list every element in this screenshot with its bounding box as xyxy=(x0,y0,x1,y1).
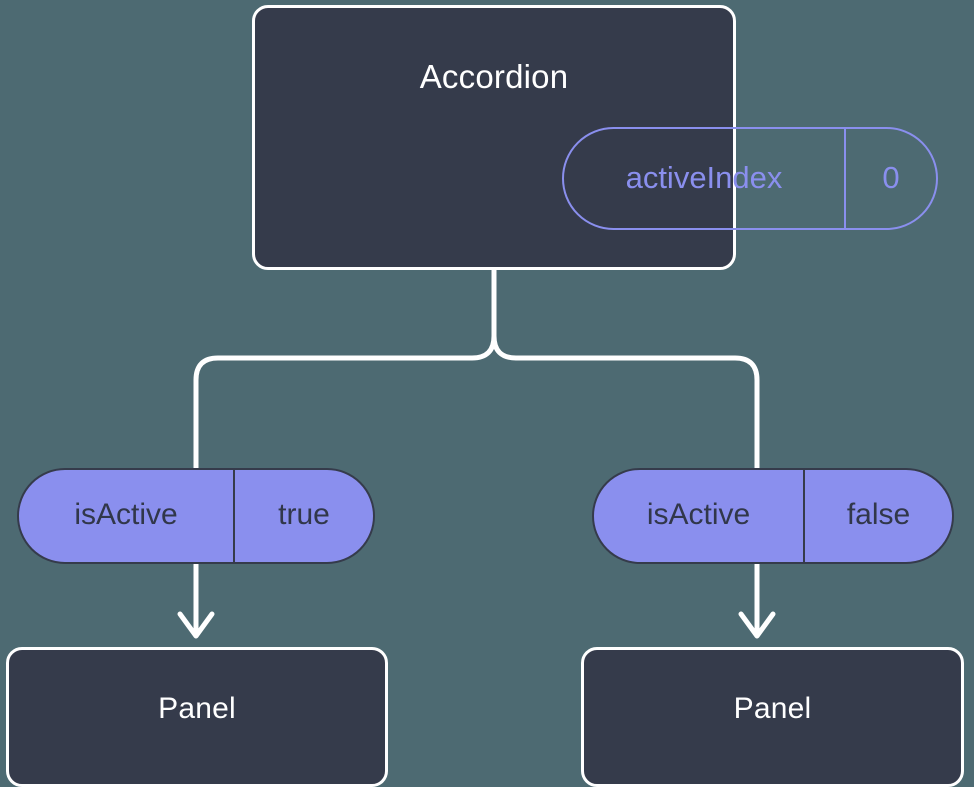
node-accordion[interactable]: Accordion activeIndex 0 xyxy=(252,5,938,270)
prop-pill-right-isactive[interactable]: isActive false xyxy=(592,468,954,564)
prop-value-label-right: false xyxy=(846,498,911,531)
prop-key-label-left: isActive xyxy=(19,470,235,562)
prop-pill-left-isactive[interactable]: isActive true xyxy=(17,468,375,564)
connector-root-split xyxy=(193,267,497,471)
state-value-label: 0 xyxy=(882,159,900,195)
prop-value-label-left: true xyxy=(278,498,330,531)
accordion-label: Accordion xyxy=(419,58,569,95)
prop-key-label-right: isActive xyxy=(594,470,805,562)
panel-label-left: Panel xyxy=(158,692,236,725)
node-panel-left[interactable]: Panel xyxy=(6,647,388,787)
state-key-label: activeIndex xyxy=(564,129,846,228)
state-pill-activeindex[interactable]: activeIndex 0 xyxy=(562,127,938,230)
panel-label-right: Panel xyxy=(733,692,812,725)
arrow-head-right-icon xyxy=(738,611,776,639)
connector-root-split-right xyxy=(491,267,760,471)
node-panel-right[interactable]: Panel xyxy=(581,647,964,787)
diagram-canvas: Accordion activeIndex 0 isActive true is… xyxy=(6,5,964,787)
arrow-head-left-icon xyxy=(177,611,215,639)
